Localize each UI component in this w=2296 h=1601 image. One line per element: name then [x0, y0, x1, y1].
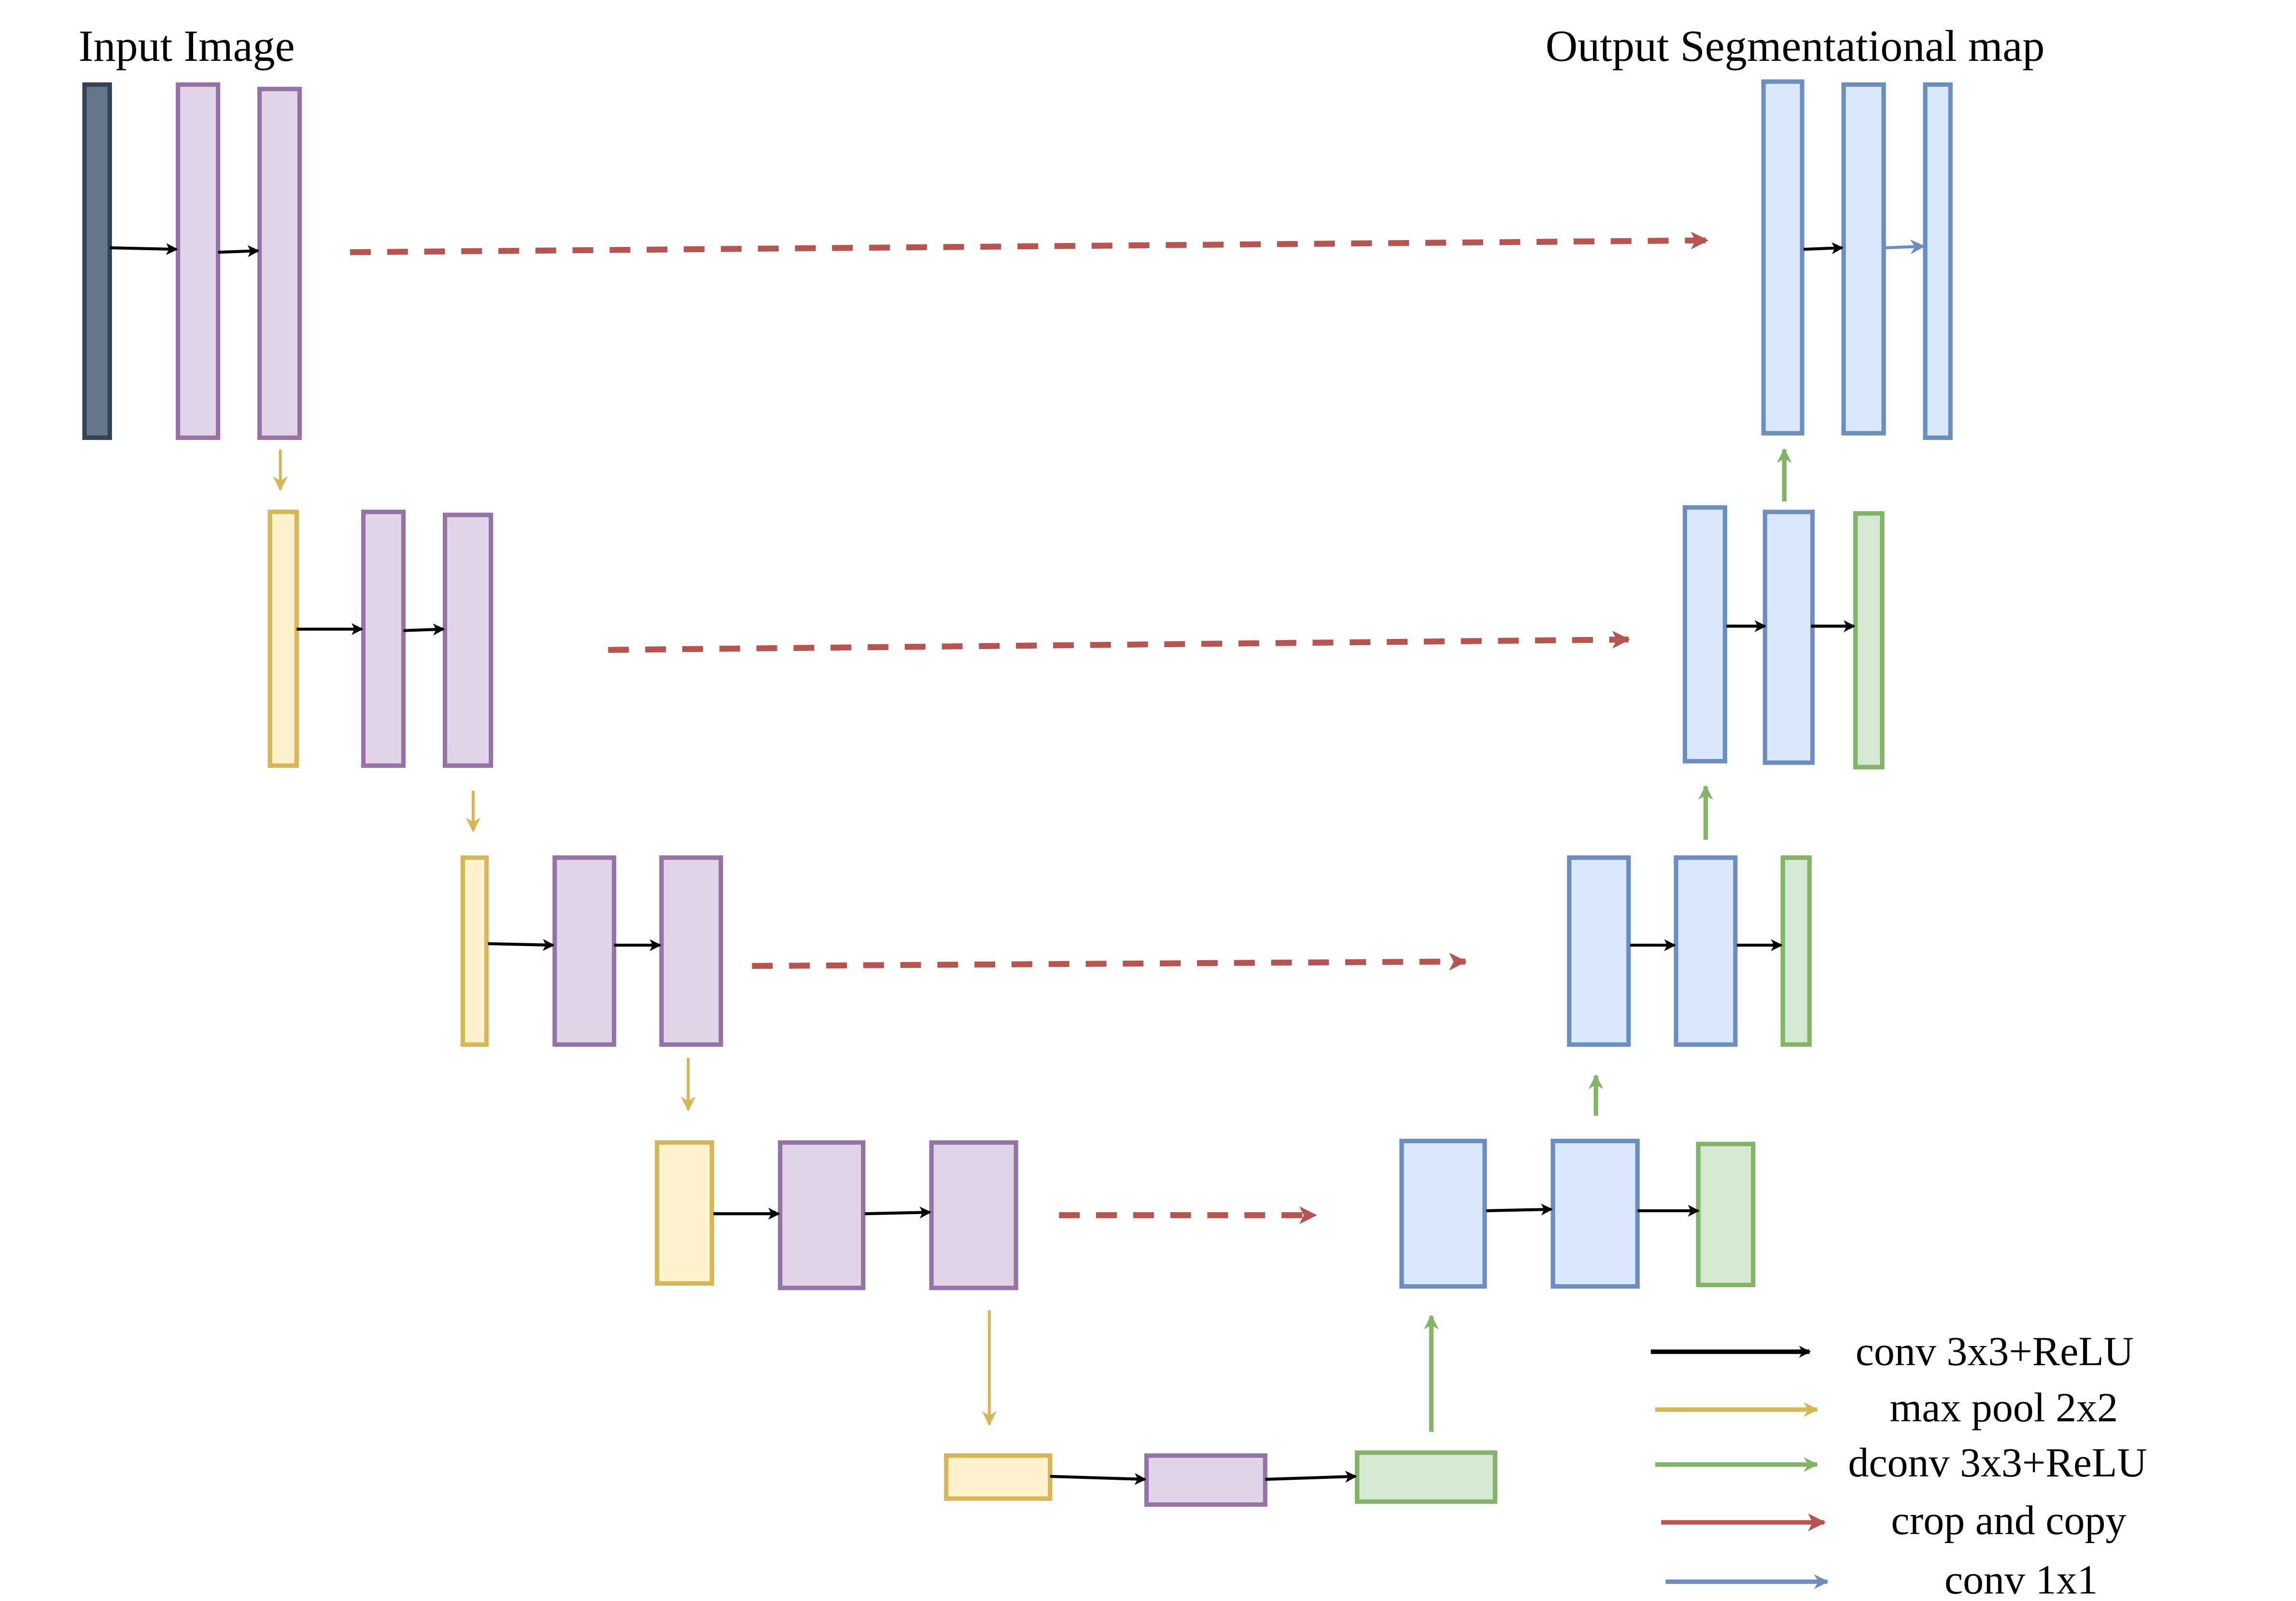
bottleneck-conv-block	[1144, 1453, 1268, 1507]
decoder-l3-up-block	[1674, 855, 1738, 1047]
feature-map-blocks	[82, 79, 1953, 1507]
encoder-l2-conv-block	[442, 512, 493, 768]
legend-item-conv1x1: conv 1x1	[1665, 1557, 2098, 1601]
connection-arrows	[110, 231, 1926, 1485]
decoder-l4-up-block	[1550, 1138, 1640, 1289]
encoder-l1-conv-block	[257, 86, 302, 440]
encoder-l4-conv-block	[929, 1140, 1018, 1290]
legend: conv 3x3+ReLU max pool 2x2 dconv 3x3+ReL…	[1650, 1328, 2147, 1601]
input-image-title: Input Image	[79, 21, 295, 71]
legend-item-conv: conv 3x3+ReLU	[1650, 1328, 2134, 1374]
conv-arrow	[1486, 1204, 1553, 1216]
legend-label-conv: conv 3x3+ReLU	[1856, 1328, 2134, 1374]
decoder-l2-up-block	[1762, 510, 1815, 765]
decoder-l2-dconv-block	[1853, 511, 1885, 769]
encoder-l2-pool-block	[268, 510, 299, 768]
decoder-l1-up-block	[1923, 82, 1953, 440]
legend-label-pool: max pool 2x2	[1889, 1384, 2118, 1431]
conv-arrow	[488, 939, 555, 951]
crop-copy-arrow	[608, 631, 1630, 653]
bottleneck-dconv-block	[1355, 1450, 1497, 1504]
legend-label-crop: crop and copy	[1891, 1497, 2126, 1544]
decoder-l4-up-block	[1399, 1138, 1487, 1289]
encoder-l3-conv-block	[659, 855, 723, 1047]
encoder-l2-conv-block	[361, 510, 406, 768]
conv-arrow	[218, 245, 260, 257]
conv1x1-arrow	[1885, 239, 1926, 255]
encoder-l3-pool-block	[460, 855, 489, 1047]
conv-arrow	[1803, 242, 1844, 255]
encoder-l1-conv-block	[175, 82, 221, 440]
encoder-l1-input-block	[82, 82, 112, 440]
bottleneck-pool-block	[944, 1453, 1053, 1501]
legend-label-conv1x1: conv 1x1	[1944, 1557, 2098, 1601]
conv-arrow	[110, 243, 178, 255]
output-map-title: Output Segmentational map	[1546, 21, 2045, 71]
legend-label-dconv: dconv 3x3+ReLU	[1848, 1439, 2147, 1486]
encoder-l4-pool-block	[655, 1140, 715, 1286]
decoder-l3-up-block	[1567, 855, 1631, 1047]
encoder-l4-conv-block	[778, 1140, 866, 1290]
encoder-l3-conv-block	[552, 855, 617, 1047]
decoder-l1-up-block	[1761, 79, 1804, 436]
crop-copy-arrow	[752, 952, 1467, 971]
decoder-l4-dconv-block	[1696, 1142, 1756, 1288]
legend-item-dconv: dconv 3x3+ReLU	[1655, 1439, 2147, 1486]
decoder-l1-up-block	[1841, 82, 1886, 436]
conv-arrow	[1050, 1473, 1147, 1485]
conv-arrow	[1265, 1471, 1357, 1483]
conv-arrow	[403, 623, 445, 636]
conv-arrow	[864, 1206, 932, 1218]
legend-item-pool: max pool 2x2	[1655, 1384, 2118, 1431]
crop-copy-arrow	[350, 231, 1709, 255]
legend-item-crop: crop and copy	[1661, 1497, 2127, 1544]
decoder-l2-up-block	[1682, 505, 1728, 764]
decoder-l3-dconv-block	[1780, 855, 1812, 1047]
